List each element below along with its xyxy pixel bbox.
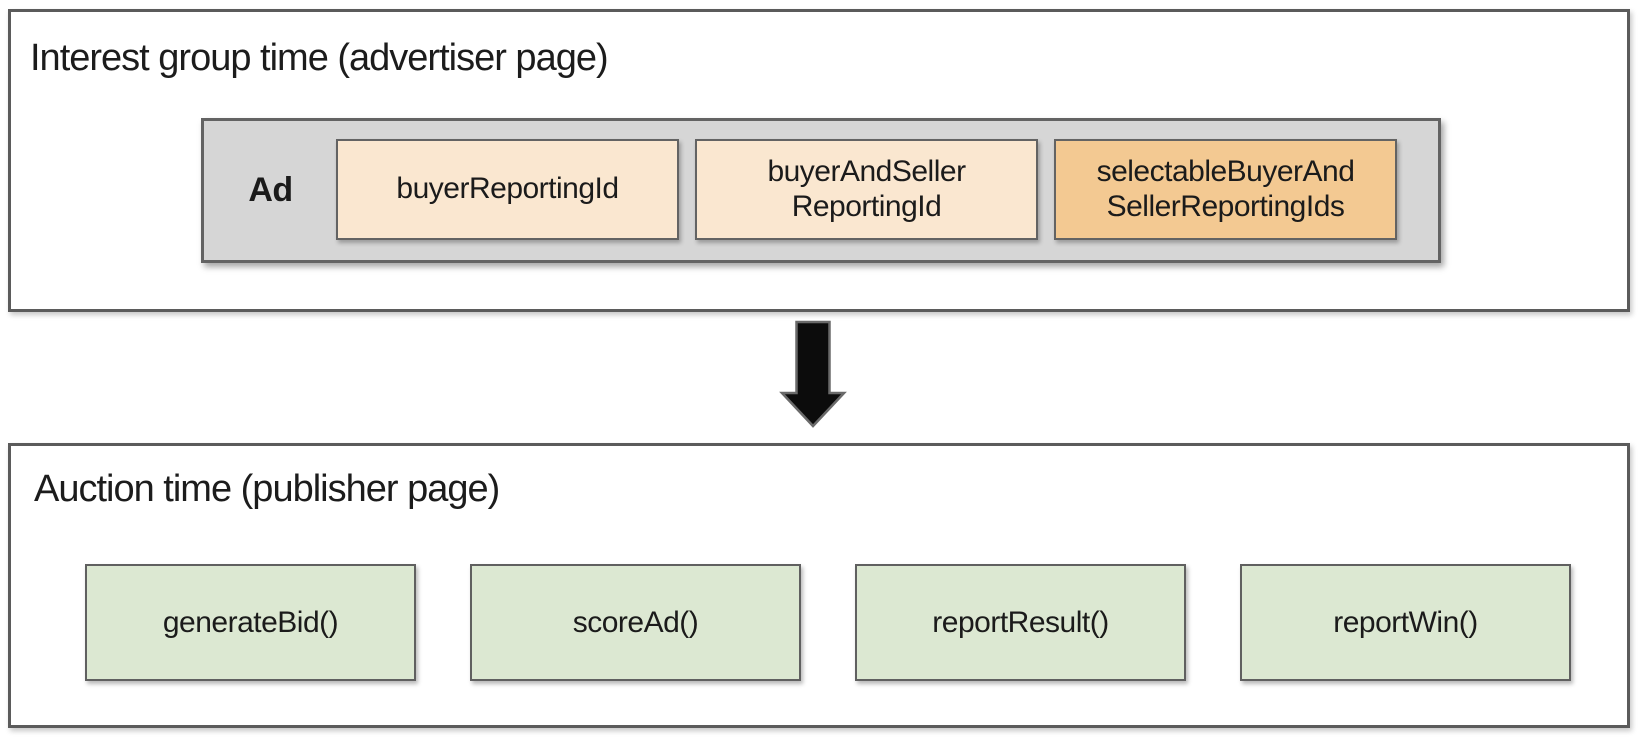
ad-items-row: buyerReportingId buyerAndSeller Reportin… xyxy=(336,139,1397,240)
interest-group-section-title: Interest group time (advertiser page) xyxy=(30,37,609,79)
report-result-box: reportResult() xyxy=(855,564,1186,681)
down-arrow-icon xyxy=(779,320,847,428)
report-win-box: reportWin() xyxy=(1240,564,1571,681)
interest-group-section: Interest group time (advertiser page) Ad… xyxy=(8,9,1630,312)
auction-section-title: Auction time (publisher page) xyxy=(34,468,500,510)
selectable-buyer-and-seller-reporting-ids-box: selectableBuyerAnd SellerReportingIds xyxy=(1054,139,1397,240)
auction-section: Auction time (publisher page) generateBi… xyxy=(8,443,1630,728)
score-ad-box: scoreAd() xyxy=(470,564,801,681)
ad-container: Ad buyerReportingId buyerAndSeller Repor… xyxy=(201,118,1441,263)
generate-bid-box: generateBid() xyxy=(85,564,416,681)
buyer-and-seller-reporting-id-box: buyerAndSeller ReportingId xyxy=(695,139,1038,240)
auction-functions-row: generateBid() scoreAd() reportResult() r… xyxy=(85,564,1571,681)
ad-label: Ad xyxy=(248,171,293,209)
buyer-reporting-id-box: buyerReportingId xyxy=(336,139,679,240)
